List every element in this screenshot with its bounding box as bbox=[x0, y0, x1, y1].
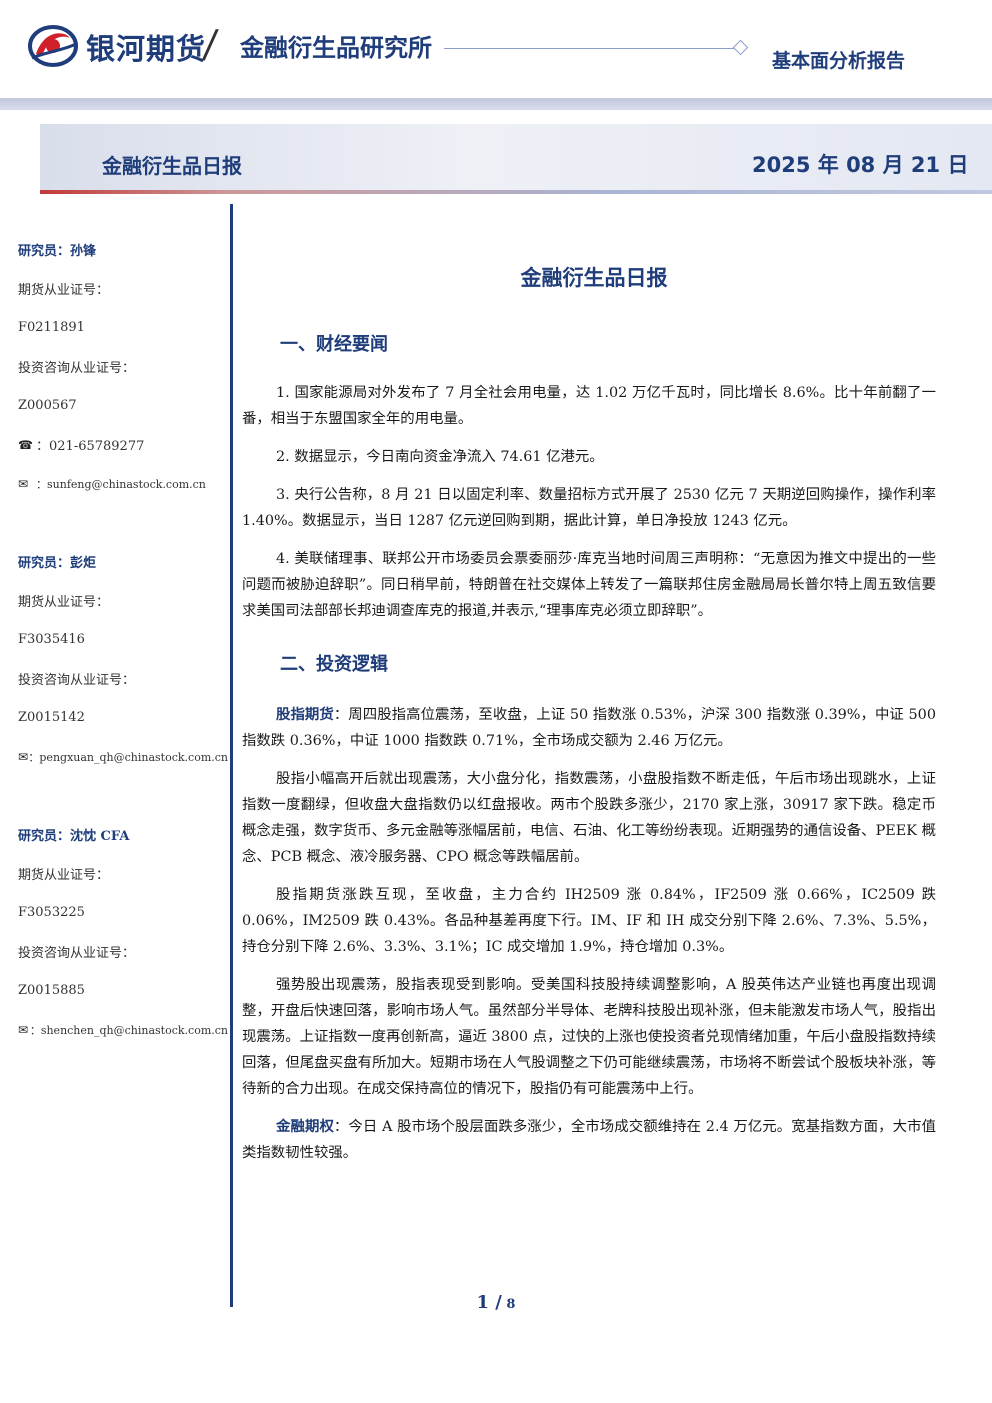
title-banner bbox=[40, 124, 992, 194]
email-address[interactable]: ：shenchen_qh@chinastock.com.cn bbox=[29, 1023, 228, 1037]
phone-icon: ☎ bbox=[18, 437, 33, 452]
consult-license-label: 投资咨询从业证号： bbox=[18, 673, 136, 688]
options-label: 金融期权 bbox=[276, 1118, 334, 1135]
analyst-card: 研究员：沈忱 CFA 期货从业证号： F3053225 投资咨询从业证号： Z0… bbox=[18, 815, 228, 1049]
news-item: 1. 国家能源局对外发布了 7 月全社会用电量，达 1.02 万亿千瓦时，同比增… bbox=[242, 385, 936, 427]
brand-name: 银河期货 bbox=[86, 32, 207, 66]
index-futures-label: 股指期货 bbox=[276, 706, 334, 723]
banner-title: 金融衍生品日报 bbox=[102, 154, 242, 178]
banner-underline bbox=[40, 190, 992, 194]
market-paragraph: 股指小幅高开后就出现震荡，大小盘分化，指数震荡，小盘股指数不断走低，午后市场出现… bbox=[242, 771, 936, 865]
futures-license-label: 期货从业证号： bbox=[18, 868, 110, 883]
options-paragraph: 金融期权：今日 A 股市场个股层面跌多涨少，全市场成交额维持在 2.4 万亿元。… bbox=[242, 1118, 936, 1161]
document-title: 金融衍生品日报 bbox=[520, 266, 668, 290]
header-bar bbox=[0, 98, 992, 110]
sidebar-divider bbox=[230, 204, 233, 1307]
section-heading-logic: 二、投资逻辑 bbox=[280, 654, 388, 675]
consult-license-label: 投资咨询从业证号： bbox=[18, 946, 136, 961]
futures-license-id: F0211891 bbox=[18, 320, 85, 335]
consult-license-id: Z000567 bbox=[18, 398, 77, 413]
section-heading-news: 一、财经要闻 bbox=[280, 334, 388, 355]
header-deco-line bbox=[444, 48, 736, 49]
futures-license-id: F3035416 bbox=[18, 632, 85, 647]
index-futures-paragraph: 股指期货：周四股指高位震荡，至收盘，上证 50 指数涨 0.53%，沪深 300… bbox=[242, 706, 936, 749]
main-content: 金融衍生品日报 一、财经要闻 1. 国家能源局对外发布了 7 月全社会用电量，达… bbox=[242, 262, 936, 1166]
email-address[interactable]: ：sunfeng@chinastock.com.cn bbox=[36, 477, 206, 491]
futures-license-label: 期货从业证号： bbox=[18, 283, 110, 298]
email-row: ✉ ：sunfeng@chinastock.com.cn bbox=[18, 464, 228, 503]
analyst-card: 研究员：彭炬 期货从业证号： F3035416 投资咨询从业证号： Z00151… bbox=[18, 542, 228, 815]
analyst-name: 研究员：彭炬 bbox=[18, 556, 97, 571]
contracts-paragraph: 股指期货涨跌互现，至收盘，主力合约 IH2509 涨 0.84%，IF2509 … bbox=[242, 887, 936, 955]
report-date: 2025 年 08 月 21 日 bbox=[752, 153, 969, 177]
news-item: 4. 美联储理事、联邦公开市场委员会票委丽莎·库克当地时间周三声明称：“无意因为… bbox=[242, 551, 936, 619]
page-number: 1 / 8 bbox=[476, 1292, 516, 1313]
galaxy-logo-icon bbox=[28, 25, 78, 67]
outlook-paragraph: 强势股出现震荡，股指表现受到影响。受美国科技股持续调整影响，A 股英伟达产业链也… bbox=[242, 977, 936, 1097]
analyst-card: 研究员：孙锋 期货从业证号： F0211891 投资咨询从业证号： Z00056… bbox=[18, 230, 228, 542]
report-type: 基本面分析报告 bbox=[772, 50, 906, 72]
futures-license-label: 期货从业证号： bbox=[18, 595, 110, 610]
consult-license-id: Z0015885 bbox=[18, 983, 85, 998]
phone-row: ☎：021-65789277 bbox=[18, 425, 228, 464]
email-row: ✉：shenchen_qh@chinastock.com.cn bbox=[18, 1010, 228, 1049]
email-row: ✉：pengxuan_qh@chinastock.com.cn bbox=[18, 737, 228, 776]
news-item: 2. 数据显示，今日南向资金净流入 74.61 亿港元。 bbox=[276, 449, 604, 465]
consult-license-id: Z0015142 bbox=[18, 710, 85, 725]
diamond-icon bbox=[732, 39, 749, 56]
analyst-name: 研究员：沈忱 CFA bbox=[18, 829, 130, 844]
email-icon: ✉ bbox=[18, 749, 29, 764]
analyst-sidebar: 研究员：孙锋 期货从业证号： F0211891 投资咨询从业证号： Z00056… bbox=[18, 230, 228, 1049]
futures-license-id: F3053225 bbox=[18, 905, 85, 920]
email-icon: ✉ bbox=[18, 1022, 29, 1037]
page-header: 银河期货 / 金融衍生品研究所 基本面分析报告 bbox=[0, 0, 992, 100]
institute-name: 金融衍生品研究所 bbox=[240, 34, 432, 62]
consult-license-label: 投资咨询从业证号： bbox=[18, 361, 136, 376]
news-item: 3. 央行公告称，8 月 21 日以固定利率、数量招标方式开展了 2530 亿元… bbox=[242, 487, 936, 529]
email-address[interactable]: ：pengxuan_qh@chinastock.com.cn bbox=[28, 750, 228, 764]
analyst-name: 研究员：孙锋 bbox=[18, 244, 97, 259]
phone-number: ：021-65789277 bbox=[36, 439, 145, 454]
email-icon: ✉ bbox=[18, 476, 29, 491]
